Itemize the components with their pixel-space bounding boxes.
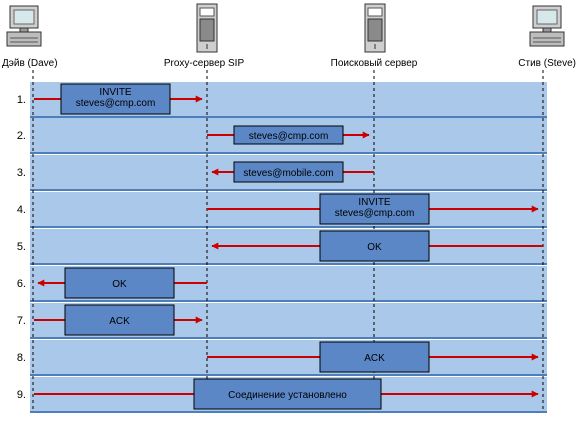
message-box-9 (193, 378, 382, 410)
message-box-3 (233, 161, 344, 183)
message-label: ACK (109, 316, 130, 327)
message-box-7 (64, 304, 175, 336)
message-label: steves@cmp.com (335, 208, 415, 219)
step-number-3: 3. (17, 167, 26, 179)
message-label: OK (112, 279, 127, 290)
message-box-1 (60, 83, 171, 115)
step-number-1: 1. (17, 94, 26, 106)
message-label: INVITE (99, 87, 132, 98)
server-tower-icon (364, 3, 386, 53)
server-tower-icon (196, 3, 218, 53)
message-label: ACK (364, 353, 385, 364)
message-label: steves@cmp.com (249, 131, 329, 142)
computer-icon (529, 5, 565, 47)
message-box-4 (319, 193, 430, 225)
message-box-5 (319, 230, 430, 262)
step-number-4: 4. (17, 204, 26, 216)
message-label: INVITE (358, 197, 391, 208)
step-number-8: 8. (17, 352, 26, 364)
participant-label-steve: Стив (Steve) (518, 58, 576, 69)
computer-icon (6, 5, 42, 47)
participant-label-dave: Дэйв (Dave) (2, 58, 58, 69)
message-label: Соединение установлено (228, 390, 347, 401)
step-number-6: 6. (17, 278, 26, 290)
message-box-2 (233, 125, 344, 145)
message-box-6 (64, 267, 175, 299)
step-number-2: 2. (17, 130, 26, 142)
step-number-9: 9. (17, 389, 26, 401)
message-label: steves@cmp.com (76, 98, 156, 109)
participant-label-proxy: Proxy-сервер SIP (164, 58, 245, 69)
message-label: steves@mobile.com (243, 168, 333, 179)
participant-label-locator: Поисковый сервер (331, 58, 418, 69)
message-box-8 (319, 341, 430, 373)
message-label: OK (367, 242, 382, 253)
step-number-5: 5. (17, 241, 26, 253)
step-number-7: 7. (17, 315, 26, 327)
